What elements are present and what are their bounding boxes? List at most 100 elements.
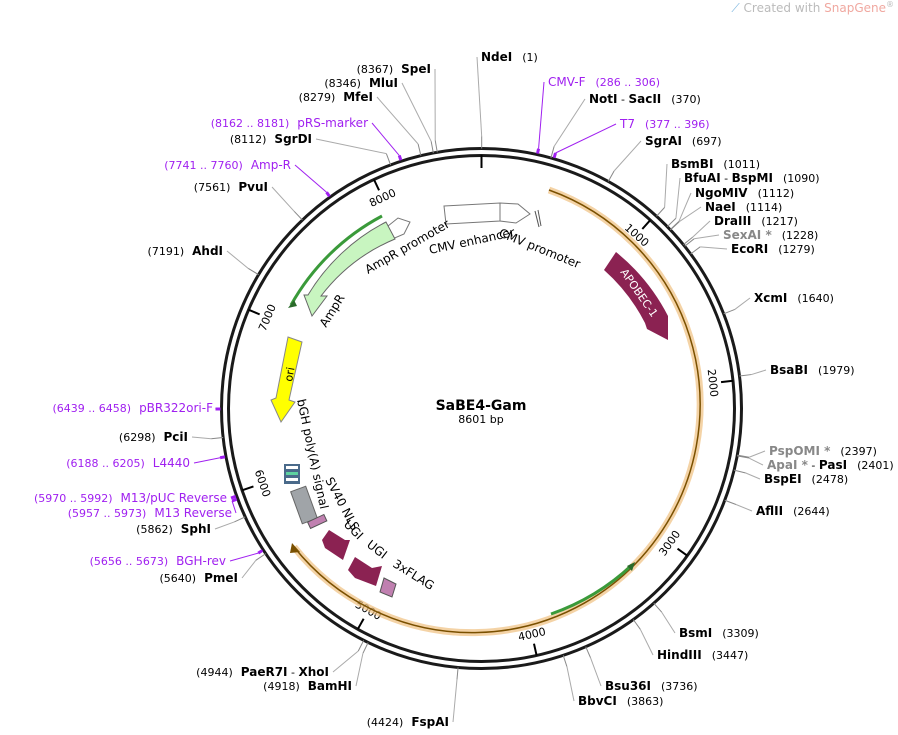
site-spei[interactable]: (8367)SpeI bbox=[357, 62, 438, 153]
svg-text:(8279)MfeI: (8279)MfeI bbox=[299, 90, 373, 104]
feature-label-ori: ori bbox=[282, 366, 297, 382]
tick-mark-1000 bbox=[641, 219, 652, 230]
svg-text:BspEI(2478): BspEI(2478) bbox=[764, 472, 848, 486]
snapgene-logo-icon: ⟋ bbox=[731, 1, 740, 15]
primer-pbr322orif[interactable]: (6439 .. 6458)pBR322ori-F bbox=[53, 401, 221, 415]
site-mlui[interactable]: (8346)MluI bbox=[324, 76, 434, 154]
primer-m13reverse[interactable]: (5957 .. 5973)M13 Reverse bbox=[68, 497, 238, 520]
site-apai[interactable]: ApaI * - PasI(2401) bbox=[737, 455, 894, 472]
site-bsabi[interactable]: BsaBI(1979) bbox=[739, 363, 855, 377]
primer-sites: CMV-F(286 .. 306) T7(377 .. 396) (8162 .. … bbox=[34, 75, 710, 568]
svg-text:BbvCI(3863): BbvCI(3863) bbox=[578, 694, 663, 708]
site-sgrai[interactable]: SgrAI(697) bbox=[607, 134, 722, 182]
tick-mark-5000 bbox=[356, 618, 365, 630]
primer-m13pucreverse[interactable]: (5970 .. 5992)M13/pUC Reverse bbox=[34, 491, 237, 505]
site-mfei[interactable]: (8279)MfeI bbox=[299, 90, 422, 156]
primer-cmvf[interactable]: CMV-F(286 .. 306) bbox=[536, 75, 660, 154]
svg-text:SgrAI(697): SgrAI(697) bbox=[645, 134, 722, 148]
site-ecori[interactable]: EcoRI(1279) bbox=[690, 242, 815, 256]
site-pmei[interactable]: (5640)PmeI bbox=[160, 553, 267, 585]
svg-text:(5862)SphI: (5862)SphI bbox=[136, 522, 211, 536]
svg-text:(4918)BamHI: (4918)BamHI bbox=[263, 679, 352, 693]
primer-l4440[interactable]: (6188 .. 6205)L4440 bbox=[66, 455, 226, 470]
tick-mark-6000 bbox=[241, 485, 254, 492]
ugi-arrow-1 bbox=[322, 530, 350, 560]
svg-text:(8162 .. 8181)pRS-marker: (8162 .. 8181)pRS-marker bbox=[211, 116, 368, 130]
apobec-1-arrow bbox=[604, 252, 668, 340]
watermark-mark: ® bbox=[886, 0, 894, 9]
site-aflii[interactable]: AflII(2644) bbox=[724, 499, 830, 518]
tick-mark-8000 bbox=[373, 179, 380, 191]
tick-mark-3000 bbox=[676, 547, 688, 557]
site-fspai[interactable]: (4424)FspAI bbox=[367, 667, 459, 729]
backbone-outer-ring bbox=[220, 147, 743, 670]
primer-bghrev[interactable]: (5656 .. 5673)BGH-rev bbox=[90, 549, 264, 568]
site-bamhi[interactable]: (4918)BamHI bbox=[263, 642, 369, 693]
site-bsu36i[interactable]: Bsu36I(3736) bbox=[585, 646, 698, 693]
svg-text:NdeI(1): NdeI(1) bbox=[481, 50, 538, 64]
primer-t7[interactable]: T7(377 .. 396) bbox=[552, 117, 710, 159]
cmv-enhancer-arrow bbox=[443, 202, 501, 225]
green-orf-arrow-right-head-icon bbox=[627, 562, 635, 571]
svg-text:(5970 .. 5992)M13/pUC Reverse: (5970 .. 5992)M13/pUC Reverse bbox=[34, 491, 227, 505]
site-bfuai[interactable]: BfuAI - BspMI(1090) bbox=[666, 171, 820, 228]
svg-text:ApaI * - PasI(2401): ApaI * - PasI(2401) bbox=[767, 458, 894, 472]
svg-text:(7191)AhdI: (7191)AhdI bbox=[148, 244, 223, 258]
svg-text:(4944)PaeR7I - XhoI: (4944)PaeR7I - XhoI bbox=[196, 665, 329, 679]
plasmid-name: SaBE4-Gam bbox=[436, 398, 527, 414]
site-xcmi[interactable]: XcmI(1640) bbox=[723, 291, 834, 315]
orf-arc-start-arrow-icon bbox=[290, 543, 300, 553]
site-pvui[interactable]: (7561)PvuI bbox=[194, 180, 303, 221]
site-bspei[interactable]: BspEI(2478) bbox=[733, 469, 848, 486]
tick-mark-2000 bbox=[720, 379, 734, 384]
site-pcii[interactable]: (6298)PciI bbox=[119, 430, 224, 444]
site-hindiii[interactable]: HindIII(3447) bbox=[632, 619, 748, 662]
primer-prsmarker[interactable]: (8162 .. 8181)pRS-marker bbox=[211, 116, 403, 161]
site-sgrdi[interactable]: (8112)SgrDI bbox=[230, 132, 392, 166]
feature-label-cmv-promoter: CMV promoter bbox=[497, 226, 582, 271]
svg-text:EcoRI(1279): EcoRI(1279) bbox=[731, 242, 815, 256]
site-pspomi[interactable]: PspOMI *(2397) bbox=[737, 444, 877, 458]
site-bbvci[interactable]: BbvCI(3863) bbox=[562, 655, 663, 708]
svg-text:BsmI(3309): BsmI(3309) bbox=[679, 626, 759, 640]
cmv-small-feature-icon bbox=[534, 209, 542, 228]
svg-text:(6298)PciI: (6298)PciI bbox=[119, 430, 188, 444]
svg-text:(6439 .. 6458)pBR322ori-F: (6439 .. 6458)pBR322ori-F bbox=[53, 401, 214, 415]
site-draiii[interactable]: DraIII(1217) bbox=[683, 214, 798, 246]
green-orf-arrow-left bbox=[289, 214, 383, 306]
site-sexai[interactable]: SexAI *(1228) bbox=[684, 228, 819, 247]
site-paer7i[interactable]: (4944)PaeR7I - XhoI bbox=[196, 640, 365, 679]
svg-text:NgoMIV(1112): NgoMIV(1112) bbox=[695, 186, 794, 200]
tick-label-8000: 8000 bbox=[367, 186, 398, 210]
bgh-hatched-feature-icon bbox=[284, 464, 300, 484]
svg-text:NaeI(1114): NaeI(1114) bbox=[705, 200, 782, 214]
site-naei[interactable]: NaeI(1114) bbox=[670, 200, 782, 231]
tick-mark-7000 bbox=[248, 308, 261, 316]
svg-text:XcmI(1640): XcmI(1640) bbox=[754, 291, 834, 305]
svg-text:(8112)SgrDI: (8112)SgrDI bbox=[230, 132, 312, 146]
svg-text:CMV-F(286 .. 306): CMV-F(286 .. 306) bbox=[548, 75, 660, 89]
svg-text:(5957 .. 5973)M13 Reverse: (5957 .. 5973)M13 Reverse bbox=[68, 506, 232, 520]
snapgene-watermark: ⟋ Created with SnapGene® bbox=[731, 0, 894, 16]
site-ngomiv[interactable]: NgoMIV(1112) bbox=[669, 186, 794, 231]
svg-text:AflII(2644): AflII(2644) bbox=[756, 504, 830, 518]
sv40-nls-feature bbox=[306, 513, 328, 530]
svg-text:BsmBI(1011): BsmBI(1011) bbox=[671, 157, 760, 171]
tick-label-6000: 6000 bbox=[252, 468, 273, 499]
3xflag-arrow bbox=[379, 577, 397, 598]
svg-text:PspOMI *(2397): PspOMI *(2397) bbox=[769, 444, 877, 458]
site-sphi[interactable]: (5862)SphI bbox=[136, 516, 246, 536]
site-ndei[interactable]: NdeI(1) bbox=[476, 50, 538, 149]
watermark-brand: SnapGene bbox=[824, 1, 886, 15]
site-bsmbi[interactable]: BsmBI(1011) bbox=[656, 157, 760, 217]
site-bsmi[interactable]: BsmI(3309) bbox=[653, 602, 759, 640]
site-ahdi[interactable]: (7191)AhdI bbox=[148, 244, 259, 276]
svg-text:BsaBI(1979): BsaBI(1979) bbox=[770, 363, 855, 377]
primer-ampr[interactable]: (7741 .. 7760)Amp-R bbox=[164, 158, 331, 198]
green-orf-arrow-right bbox=[550, 563, 634, 616]
tick-label-7000: 7000 bbox=[256, 302, 279, 333]
orf-arc-core bbox=[293, 189, 701, 634]
site-noti[interactable]: NotI - SacII(370) bbox=[550, 92, 701, 159]
tick-label-2000: 2000 bbox=[705, 368, 721, 397]
